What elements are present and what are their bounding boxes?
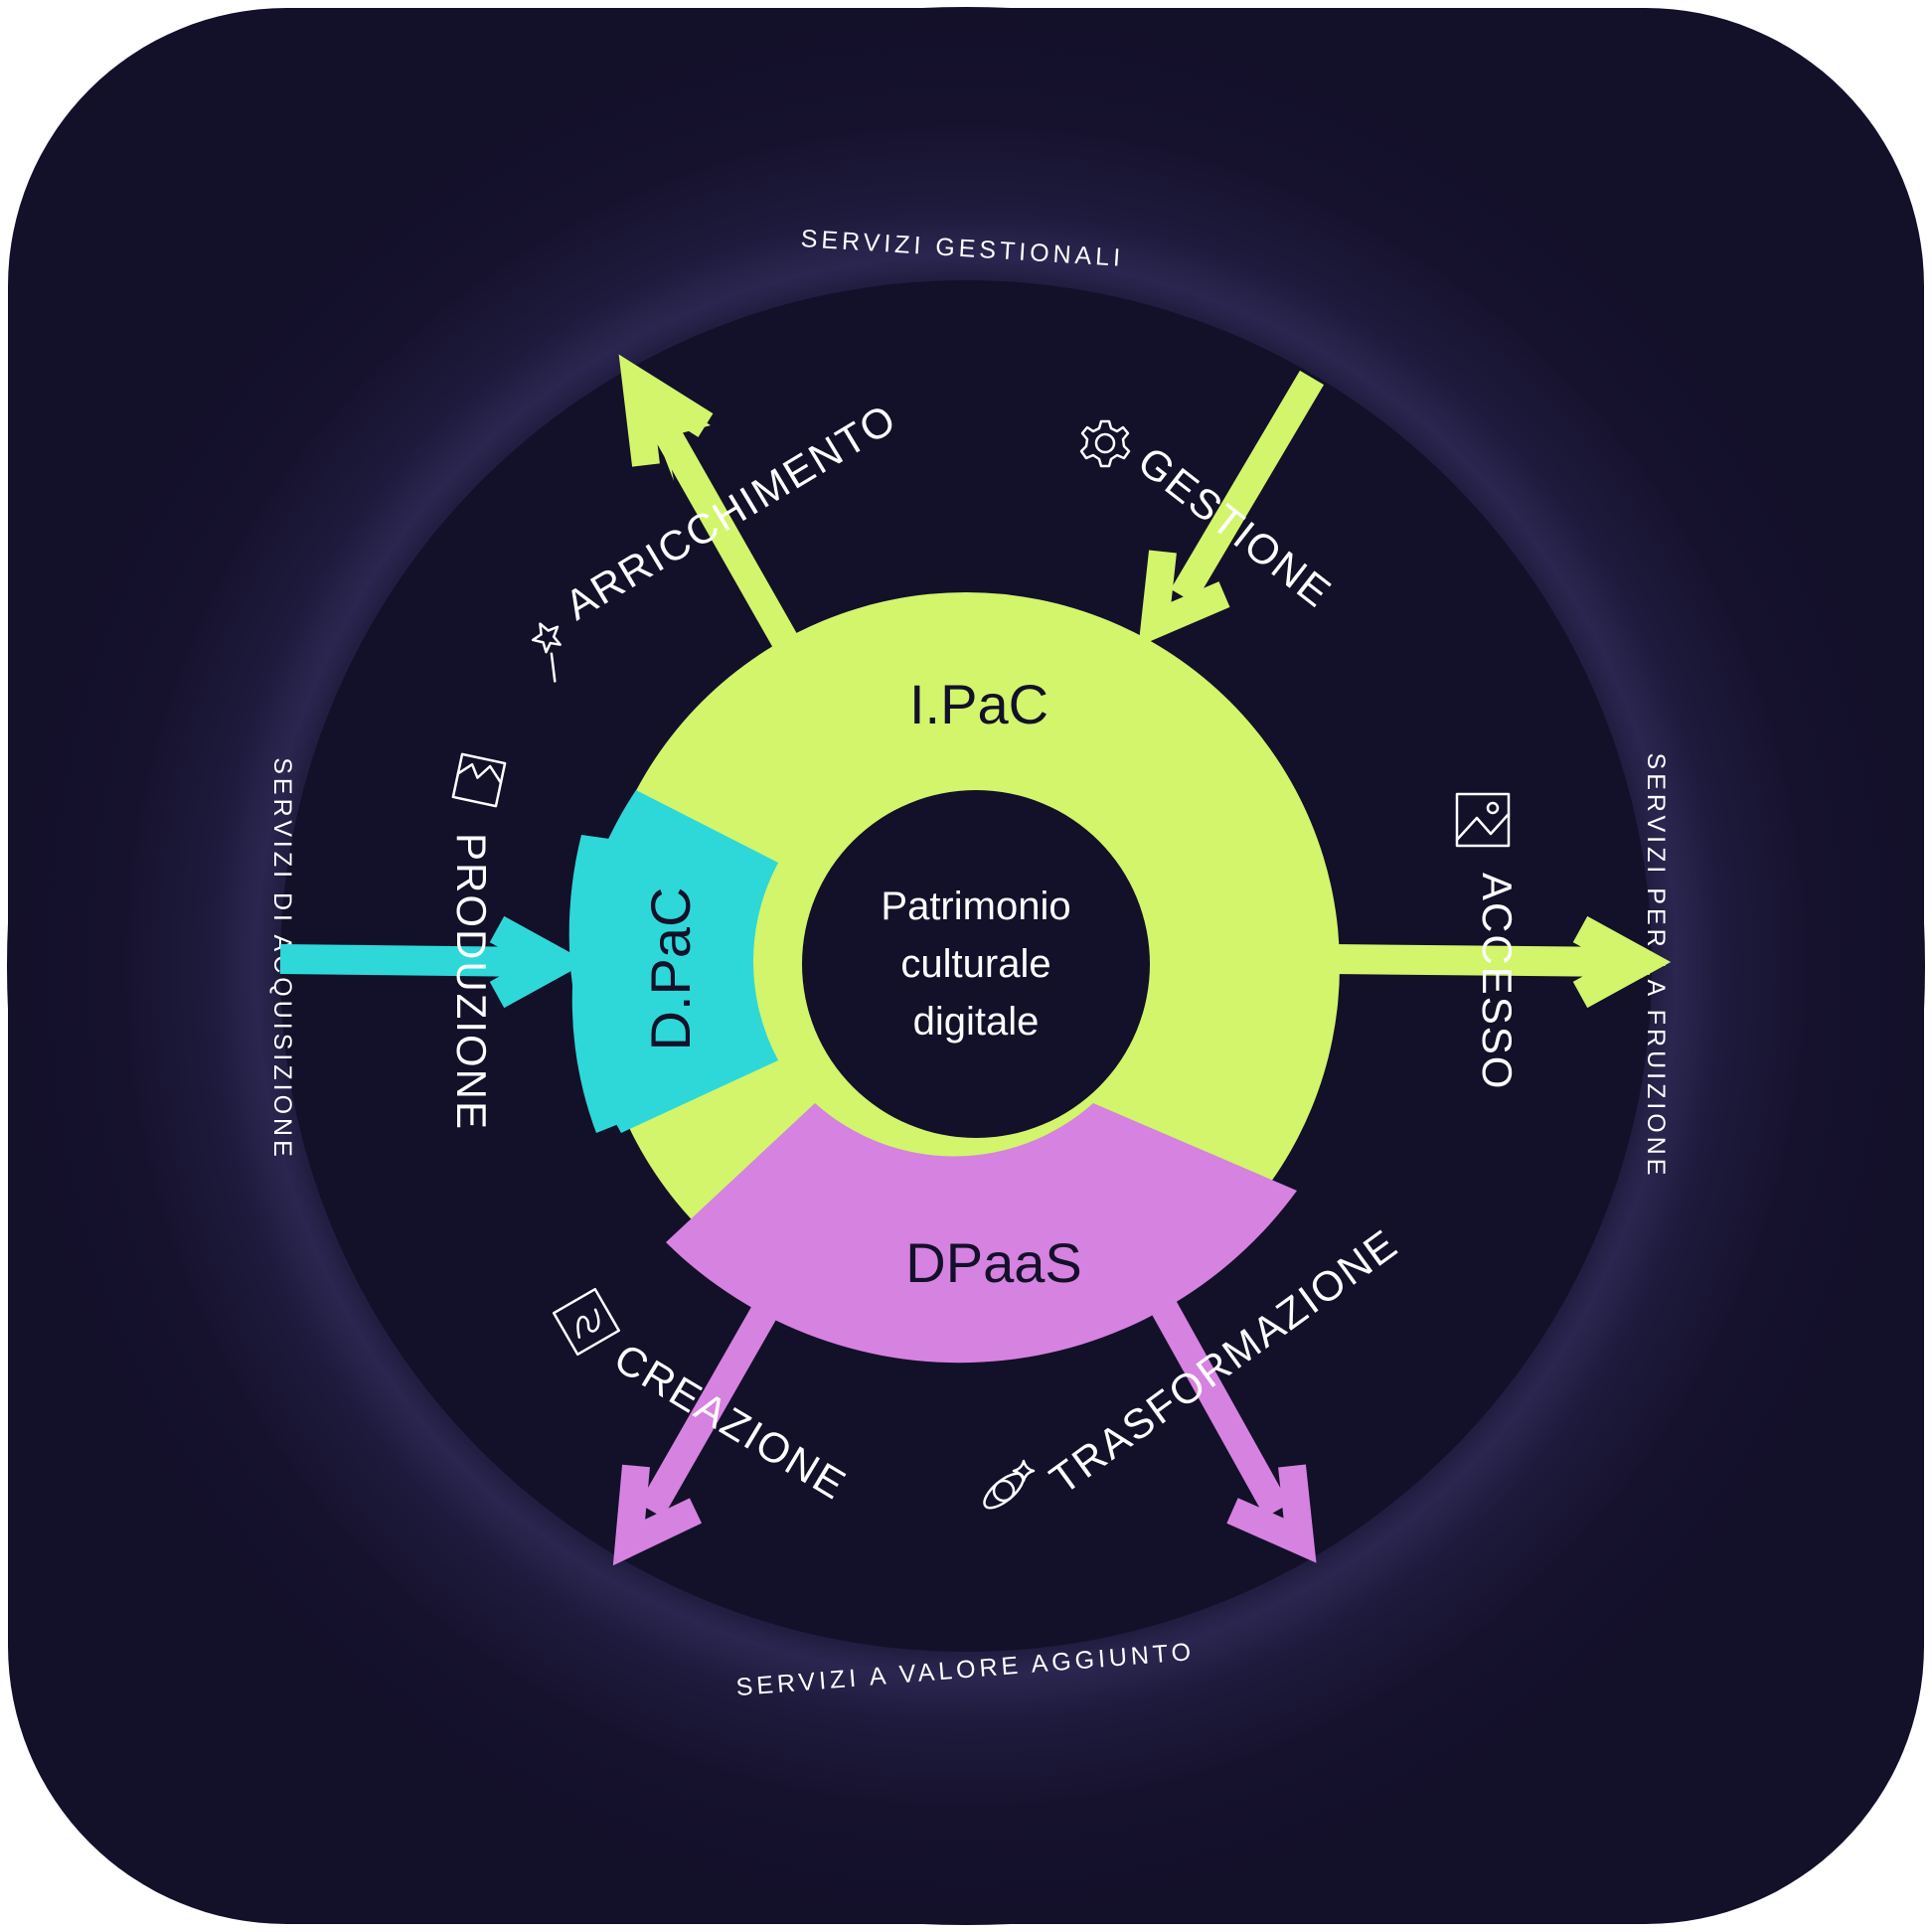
trasformazione-arrow bbox=[1148, 1295, 1317, 1563]
core-hole bbox=[802, 790, 1150, 1138]
orbit-sparkle-icon bbox=[983, 1459, 1036, 1510]
core-ring bbox=[568, 592, 1340, 1364]
creazione-arrow bbox=[612, 1295, 783, 1566]
dpaas-segment bbox=[666, 1103, 1297, 1364]
gear-icon bbox=[1079, 419, 1131, 468]
dpac-label: D.PaC bbox=[639, 887, 702, 1051]
dpaas-label: DPaaS bbox=[905, 1231, 1081, 1294]
flow-label-accesso: ACCESSO bbox=[1474, 873, 1521, 1090]
gestione-arrow bbox=[1138, 370, 1325, 647]
center-line-3: digitale bbox=[913, 1000, 1040, 1044]
camera-frame-icon bbox=[451, 752, 507, 808]
magic-wand-icon bbox=[531, 622, 562, 683]
accesso-arrow bbox=[1331, 915, 1672, 1009]
arrows bbox=[279, 354, 1672, 1566]
dpac-segment-inner bbox=[571, 790, 778, 1133]
center-line-1: Patrimonio bbox=[881, 885, 1070, 928]
arricchimento-arrow bbox=[618, 354, 798, 648]
drawing-frame-icon bbox=[552, 1287, 621, 1357]
image-icon bbox=[1455, 792, 1511, 848]
produzione-arrow bbox=[279, 915, 588, 1009]
ipac-label: I.PaC bbox=[909, 673, 1048, 735]
center-line-2: culturale bbox=[900, 942, 1050, 986]
flow-label-produzione: PRODUZIONE bbox=[448, 833, 495, 1131]
